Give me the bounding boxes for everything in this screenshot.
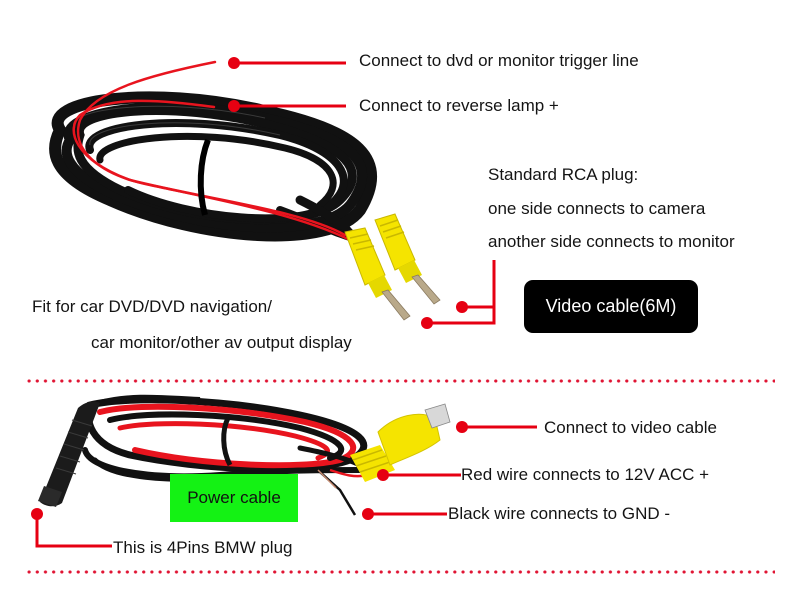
compatibility-line1: Fit for car DVD/DVD navigation/ bbox=[32, 297, 272, 316]
callout-leader-black-wire bbox=[362, 508, 447, 520]
rca-plug-right bbox=[374, 213, 441, 305]
callout-reverse-lamp: Connect to reverse lamp + bbox=[359, 96, 559, 115]
callout-trigger-line: Connect to dvd or monitor trigger line bbox=[359, 51, 639, 70]
callout-leader-rca bbox=[421, 260, 496, 329]
callout-leader-plug bbox=[31, 508, 112, 548]
rca-note-line1: one side connects to camera bbox=[488, 199, 706, 218]
callout-red-wire: Red wire connects to 12V ACC + bbox=[461, 465, 710, 484]
rca-note-heading: Standard RCA plug: bbox=[488, 165, 639, 184]
callout-leader-video bbox=[456, 421, 537, 433]
rca-plug-left bbox=[344, 227, 411, 321]
black-wire bbox=[319, 471, 357, 516]
callout-leader-red-wire bbox=[377, 469, 461, 481]
callout-black-wire: Black wire connects to GND - bbox=[448, 504, 671, 523]
rca-female-connector bbox=[350, 403, 451, 482]
power-cable-badge: Power cable bbox=[170, 474, 298, 522]
video-cable-coil bbox=[49, 60, 441, 321]
video-cable-badge: Video cable(6M) bbox=[524, 280, 698, 333]
rca-note-line2: another side connects to monitor bbox=[488, 232, 735, 251]
callout-bmw-plug: This is 4Pins BMW plug bbox=[113, 538, 293, 557]
callout-leader-reverse bbox=[228, 100, 346, 112]
section-divider-bottom bbox=[25, 570, 775, 574]
bmw-4pin-plug bbox=[38, 394, 201, 507]
callout-leader-trigger bbox=[228, 57, 346, 69]
cable-tie bbox=[197, 138, 211, 216]
section-divider-top bbox=[25, 379, 775, 383]
compatibility-line2: car monitor/other av output display bbox=[91, 333, 352, 352]
callout-connect-video: Connect to video cable bbox=[544, 418, 717, 437]
